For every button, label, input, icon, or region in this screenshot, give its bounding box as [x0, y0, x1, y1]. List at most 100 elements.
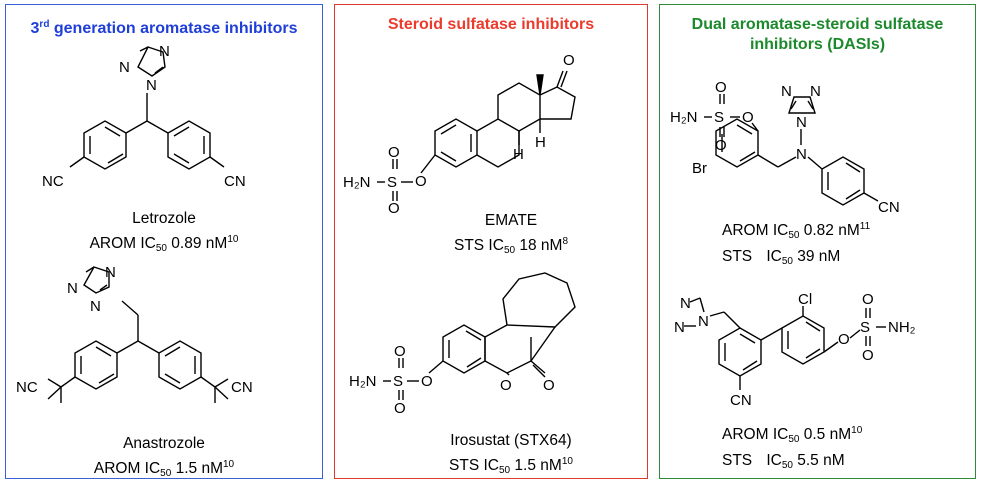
atom-label-h2n: H₂N: [349, 373, 377, 390]
atom-label-cl: Cl: [798, 291, 812, 308]
ic-label: IC: [766, 248, 782, 265]
atom-label-o: O: [394, 343, 406, 360]
atom-label-o: O: [388, 144, 400, 161]
dasi-1-arom-activity: AROM IC50 0.82 nM11: [722, 216, 870, 246]
panel-title-dual: Dual aromatase-steroid sulfatase inhibit…: [660, 15, 975, 55]
atom-label-o: O: [563, 52, 575, 69]
atom-label-nh2: NH₂: [888, 319, 916, 336]
atom-label-o: O: [862, 291, 874, 308]
atom-label-br: Br: [692, 160, 707, 177]
ic-value: 0.5 nM: [799, 426, 852, 443]
reference-number: 8: [562, 236, 569, 247]
assay-label: AROM IC: [89, 235, 156, 252]
ic-subscript: 50: [781, 256, 793, 267]
letrozole-name: Letrozole: [132, 210, 196, 227]
ic-label: IC: [772, 222, 789, 239]
dasi-2-arom-activity: AROM IC50 0.5 nM10: [722, 420, 862, 450]
dasi-compound-1-structure: H₂N S O O O Br N N N N CN: [670, 79, 900, 216]
dasi-compound-2-caption: AROM IC50 0.5 nM10 STS IC50 5.5 nM: [722, 420, 862, 476]
atom-label-n: N: [781, 83, 792, 100]
atom-label-nc: NC: [16, 379, 38, 396]
atom-label-h2n: H₂N: [343, 174, 371, 191]
reference-number: 10: [561, 456, 573, 467]
ic-subscript: 50: [160, 468, 172, 479]
ic-subscript: 50: [781, 460, 793, 471]
emate-caption: EMATE STS IC50 18 nM8: [375, 210, 647, 261]
atom-label-n: N: [796, 114, 807, 131]
atom-label-o: O: [388, 200, 400, 217]
emate-structure: O H H O S O O H₂N: [343, 52, 576, 217]
reference-number: 10: [227, 234, 239, 245]
ic-value: 0.89 nM: [167, 235, 228, 252]
atom-label-h: H: [513, 146, 524, 163]
ic-value: 5.5 nM: [792, 452, 845, 469]
ic-value: 0.82 nM: [799, 222, 860, 239]
atom-label-h2n: H₂N: [670, 109, 698, 126]
ic-value: 1.5 nM: [171, 460, 223, 477]
atom-label-n: N: [67, 280, 78, 297]
atom-label-n: N: [796, 146, 807, 163]
ic-subscript: 50: [788, 434, 800, 445]
atom-label-cn: CN: [730, 392, 752, 409]
title-line-2: inhibitors (DASIs): [749, 36, 886, 53]
dual-inhibitors-panel: Dual aromatase-steroid sulfatase inhibit…: [659, 4, 976, 479]
assay-label: AROM: [722, 426, 769, 443]
atom-label-cn: CN: [878, 199, 900, 216]
dasi-2-sts-activity: STS IC50 5.5 nM: [722, 450, 862, 476]
atom-label-nc: NC: [42, 173, 64, 190]
atom-label-n: N: [698, 313, 709, 330]
title-line-1: Dual aromatase-steroid sulfatase: [691, 16, 944, 33]
atom-label-n: N: [810, 83, 821, 100]
atom-label-o: O: [742, 109, 754, 126]
atom-label-n: N: [119, 59, 130, 76]
title-text: generation aromatase inhibitors: [49, 20, 298, 37]
atom-label-n: N: [680, 295, 691, 312]
reference-number: 11: [859, 221, 871, 232]
atom-label-s: S: [714, 109, 724, 126]
assay-label: AROM: [722, 222, 769, 239]
atom-label-o: O: [394, 400, 406, 417]
aromatase-inhibitors-panel: 3rd generation aromatase inhibitors N N …: [5, 4, 323, 479]
ic-subscript: 50: [503, 245, 516, 256]
atom-label-cn: CN: [224, 173, 246, 190]
ic-subscript: 50: [155, 243, 167, 254]
assay-label: STS IC: [453, 237, 504, 254]
panel-title-sulfatase: Steroid sulfatase inhibitors: [387, 16, 595, 33]
dasi-1-sts-activity: STS IC50 39 nM: [722, 246, 870, 272]
atom-label-n: N: [90, 298, 101, 315]
assay-label: STS IC: [449, 457, 499, 474]
letrozole-activity: AROM IC50 0.89 nM10: [6, 229, 322, 259]
emate-activity: STS IC50 18 nM8: [375, 231, 647, 261]
reference-number: 10: [223, 459, 235, 470]
atom-label-n: N: [146, 77, 157, 94]
atom-label-s: S: [387, 174, 397, 191]
ic-value: 1.5 nM: [510, 457, 562, 474]
ic-label: IC: [772, 426, 789, 443]
atom-label-o: O: [500, 377, 512, 394]
assay-label: AROM IC: [93, 460, 161, 477]
atom-label-n: N: [105, 264, 116, 281]
dasi-compound-2-structure: N N N CN Cl O S O O NH₂: [674, 291, 916, 409]
irosustat-structure: O O O S O O H₂N: [349, 272, 576, 417]
atom-label-n: N: [159, 43, 170, 60]
reference-number: 10: [851, 425, 863, 436]
atom-label-o: O: [715, 79, 727, 96]
assay-label: STS: [722, 452, 753, 469]
anastrozole-name: Anastrozole: [123, 435, 205, 452]
atom-label-o: O: [715, 137, 727, 154]
sulfatase-inhibitors-panel: Steroid sulfatase inhibitors O H H O S O…: [334, 4, 648, 479]
emate-name: EMATE: [484, 212, 538, 229]
atom-label-h: H: [535, 134, 546, 151]
anastrozole-caption: Anastrozole AROM IC50 1.5 nM10: [6, 433, 322, 484]
atom-label-n: N: [674, 319, 685, 336]
letrozole-structure: N N N NC CN: [42, 43, 246, 190]
atom-label-s: S: [393, 373, 403, 390]
panel-title-aromatase: 3rd generation aromatase inhibitors: [6, 15, 322, 39]
letrozole-caption: Letrozole AROM IC50 0.89 nM10: [6, 208, 322, 259]
ic-value: 39 nM: [792, 248, 841, 265]
irosustat-name: Irosustat (STX64): [450, 432, 572, 449]
atom-label-o: O: [838, 331, 850, 348]
ic-label: IC: [766, 452, 782, 469]
title-superscript: rd: [39, 19, 50, 30]
ic-value: 18 nM: [515, 237, 563, 254]
